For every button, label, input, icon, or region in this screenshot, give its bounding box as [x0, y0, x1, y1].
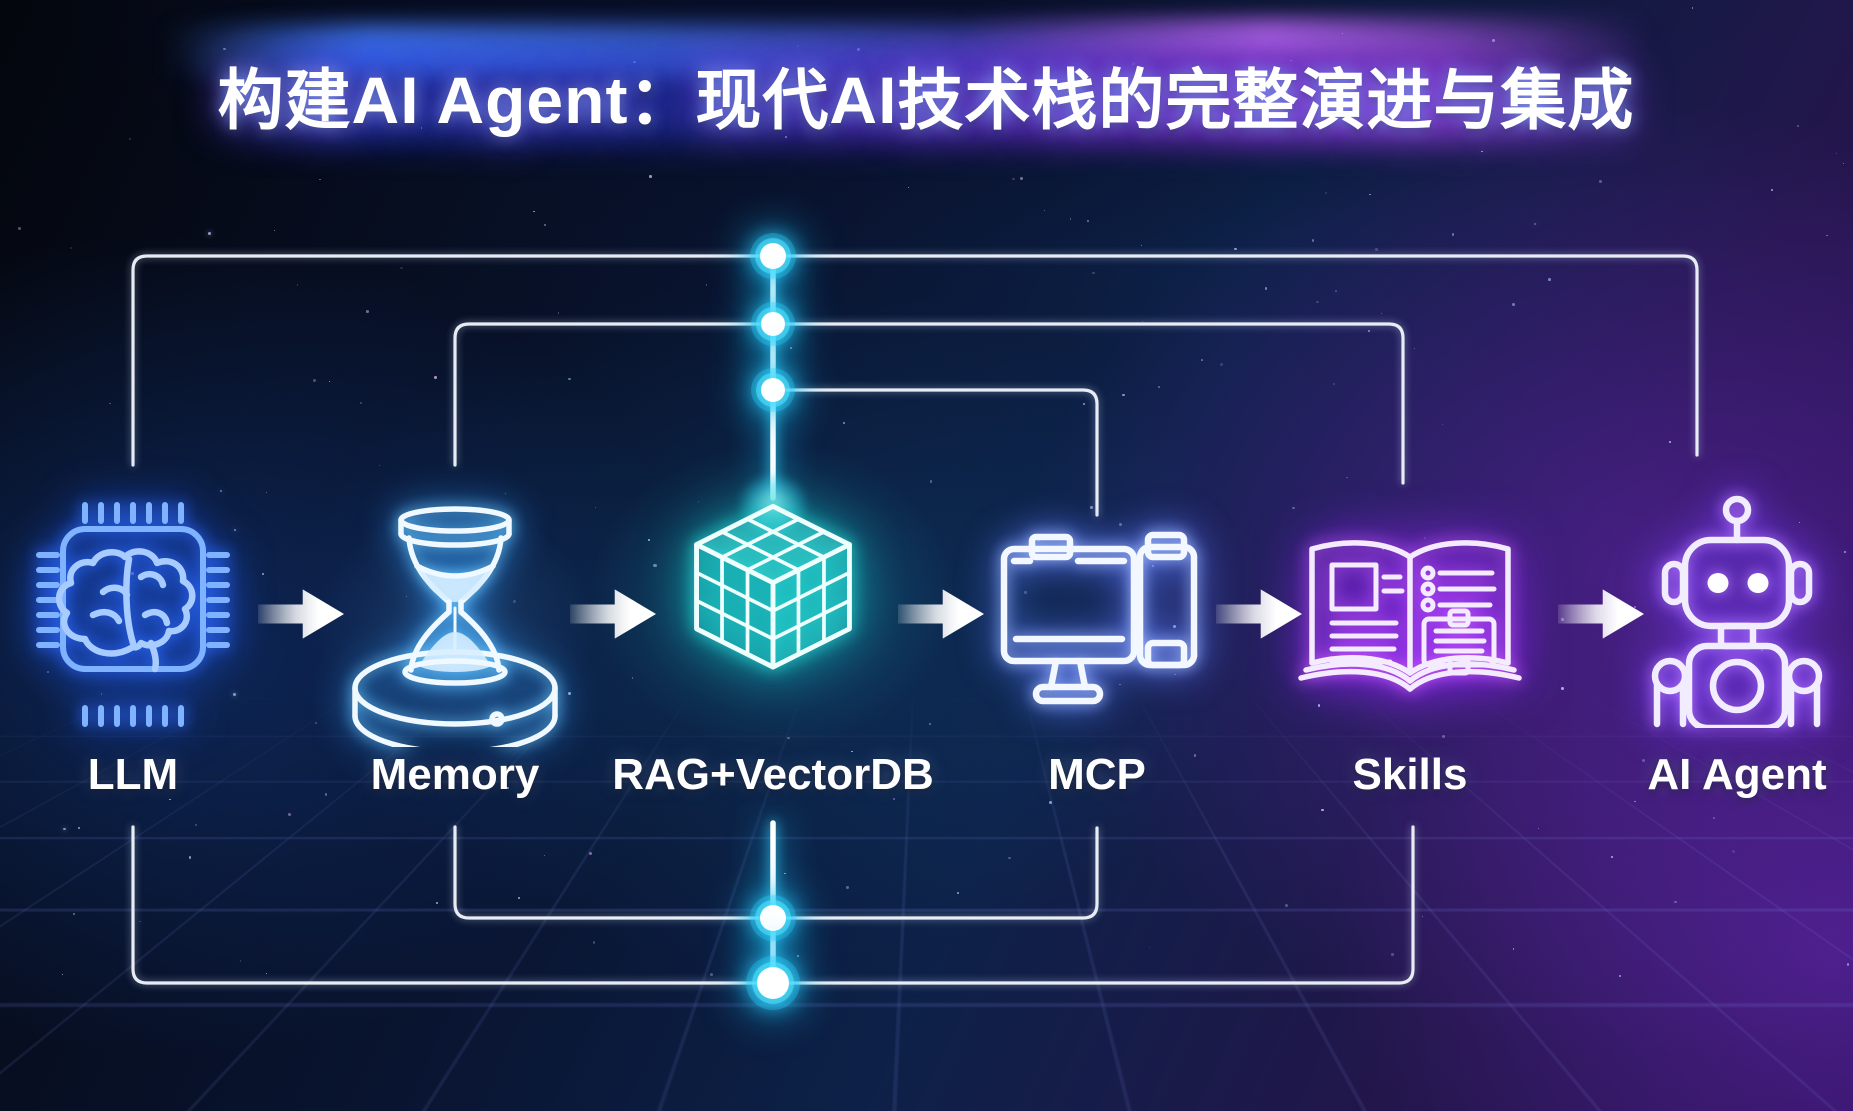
- title-glow-band: [195, 38, 1645, 142]
- glow-node: [746, 956, 800, 1010]
- glow-node: [751, 302, 795, 346]
- monitor-connector-icon: [1000, 531, 1198, 705]
- vector-cube-icon: [694, 503, 852, 670]
- stage-label-agent: AI Agent: [1647, 750, 1827, 799]
- stage-label-memory: Memory: [370, 750, 540, 799]
- glow-node: [750, 895, 796, 941]
- stage-label-mcp: MCP: [1048, 750, 1146, 799]
- glow-node: [751, 368, 795, 412]
- stage-label-rag: RAG+VectorDB: [612, 750, 934, 799]
- page-title: 构建AI Agent：现代AI技术栈的完整演进与集成: [217, 63, 1635, 137]
- stage-label-llm: LLM: [87, 750, 179, 799]
- connector-llm-agent-top: [131, 254, 1699, 467]
- connector-memory-skills-top: [453, 322, 1405, 485]
- title-purple-flare: [960, 18, 1650, 54]
- hourglass-database-icon: [352, 506, 558, 747]
- stage-label-skills: Skills: [1352, 750, 1468, 799]
- chip-brain-icon: [36, 502, 230, 727]
- connector-rag-mcp-top: [771, 388, 1099, 517]
- glow-node: [750, 233, 796, 279]
- robot-icon: [1651, 495, 1823, 728]
- open-book-icon: [1298, 540, 1522, 692]
